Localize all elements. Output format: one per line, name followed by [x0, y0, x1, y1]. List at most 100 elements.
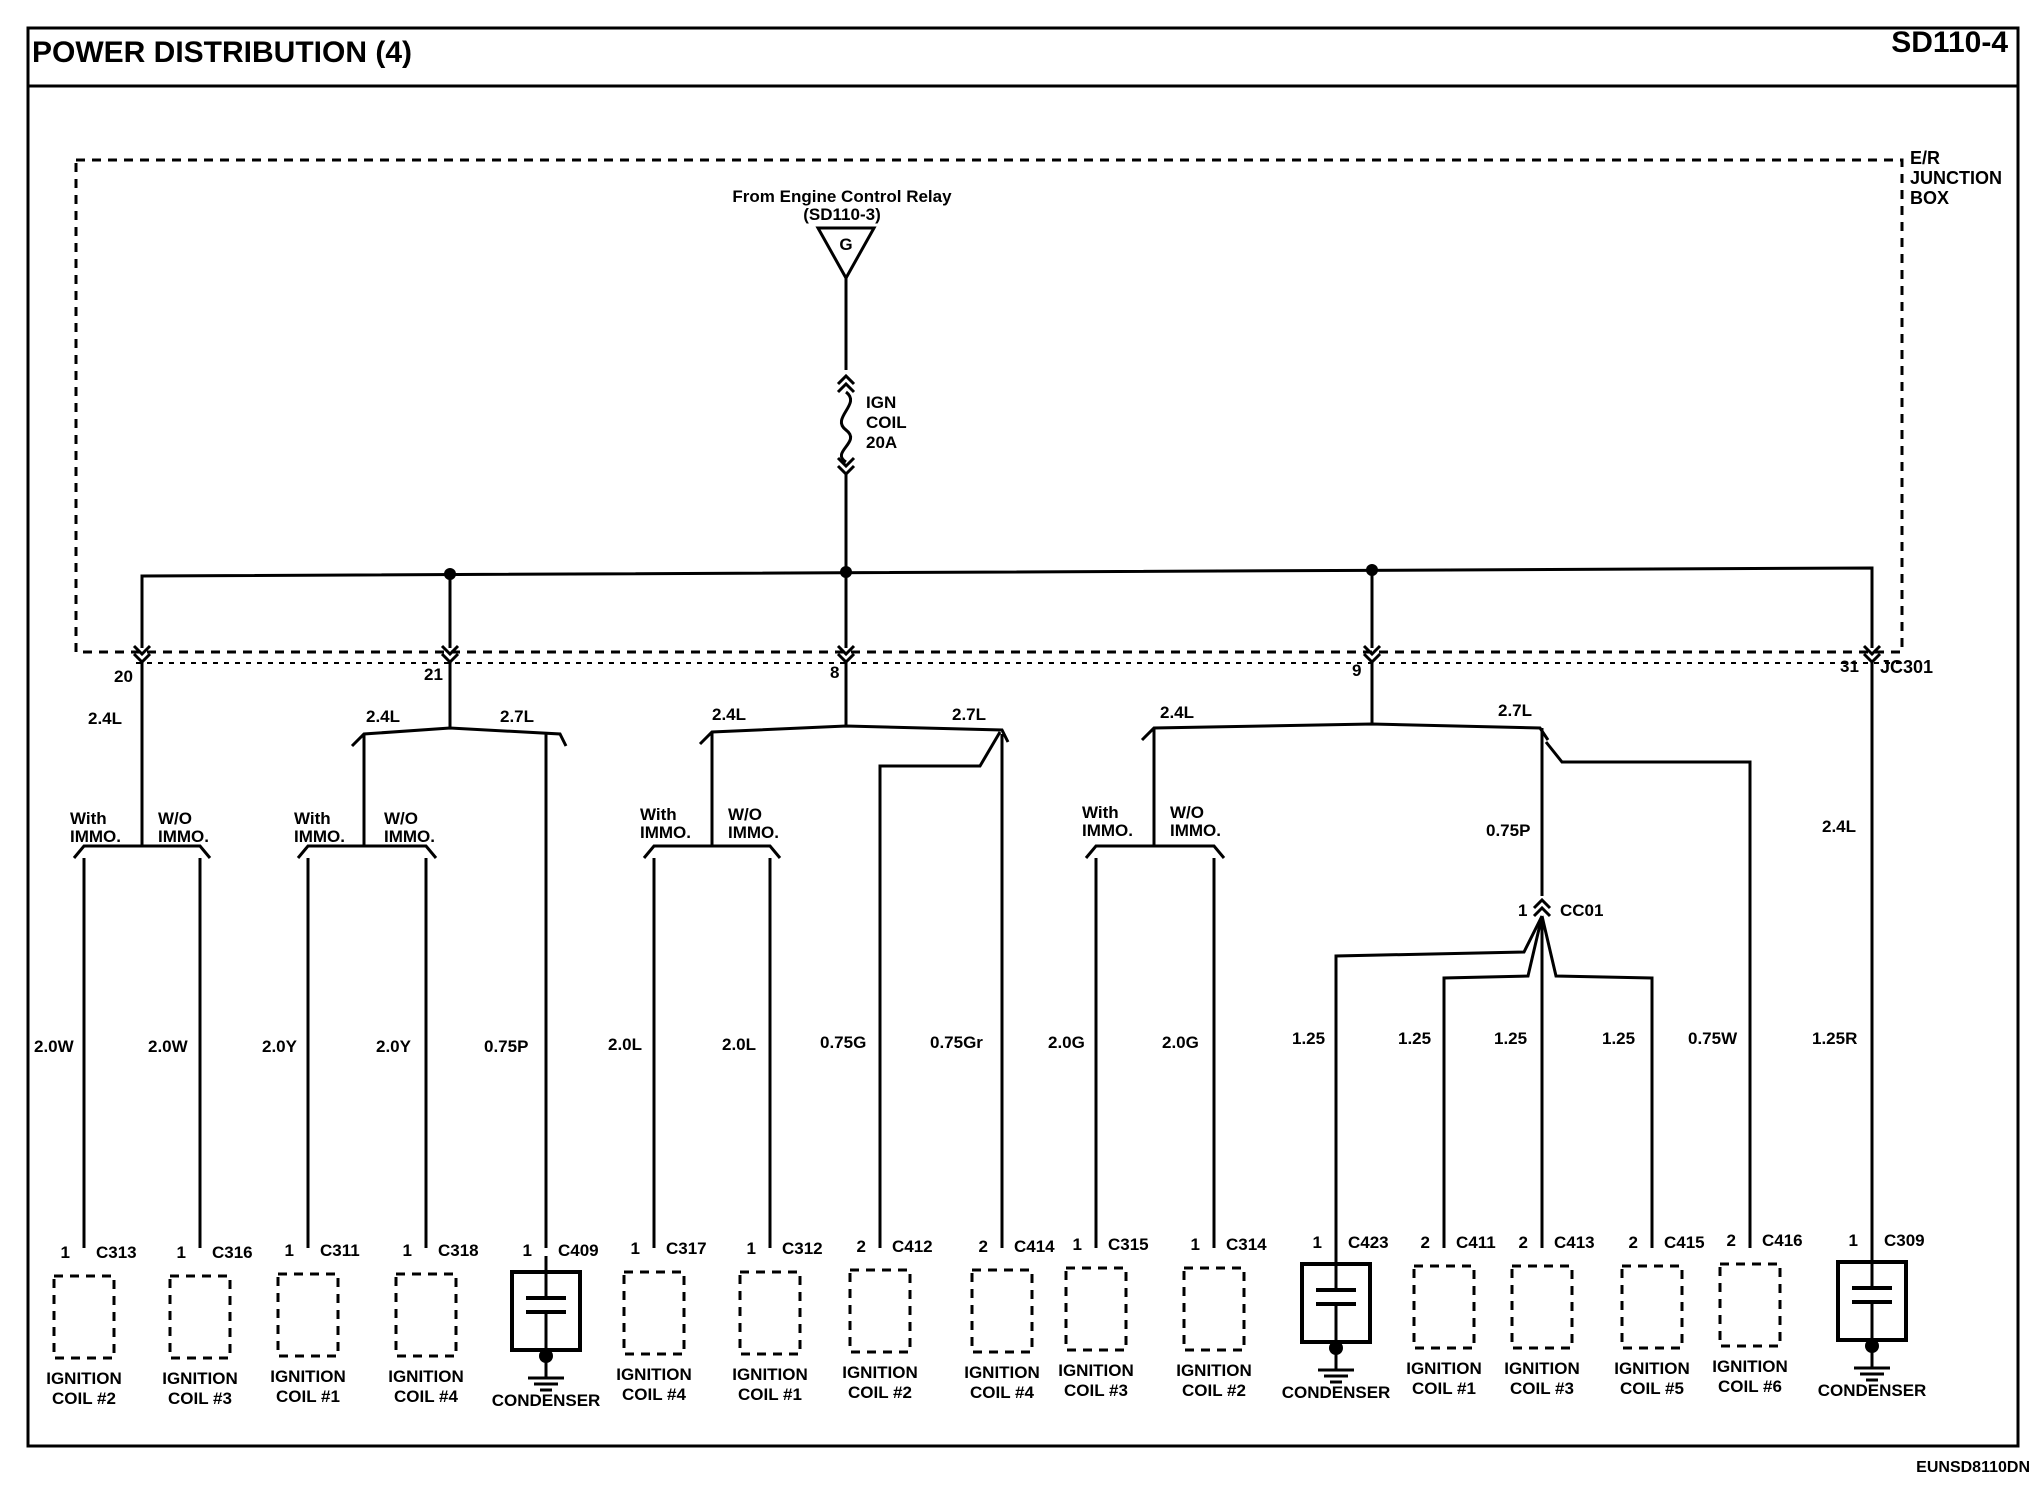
- ground-dot: [1329, 1341, 1343, 1355]
- option-with: IMMO.: [294, 827, 345, 846]
- component-box: [848, 1268, 912, 1354]
- fuse-label-1: IGN: [866, 393, 896, 412]
- component-box: [1620, 1264, 1684, 1350]
- component-box: [1182, 1266, 1246, 1352]
- wire-size-label: 2.7L: [952, 705, 986, 724]
- wire-c423: [1334, 915, 1544, 1248]
- component-label: IGNITION: [162, 1369, 238, 1388]
- page-code: SD110-4: [1891, 26, 2008, 59]
- wire-size-label: 1.25: [1602, 1029, 1635, 1048]
- component-label: COIL #1: [276, 1387, 340, 1406]
- wire-size-label: 2.0L: [722, 1035, 756, 1054]
- component-label: CONDENSER: [492, 1391, 601, 1410]
- connector-pin: 1: [747, 1239, 756, 1258]
- connector-name: C423: [1348, 1233, 1389, 1252]
- component-label: CONDENSER: [1818, 1381, 1927, 1400]
- connector-pin: 2: [1727, 1231, 1736, 1250]
- component-box: [1412, 1264, 1476, 1350]
- wire-size-label: 2.0W: [148, 1037, 189, 1056]
- wire-size-label: 2.0G: [1162, 1033, 1199, 1052]
- ground-dot: [539, 1349, 553, 1363]
- connector-name: C313: [96, 1243, 137, 1262]
- option-without: W/O: [1170, 803, 1204, 822]
- component-label: COIL #2: [848, 1383, 912, 1402]
- component-label: COIL #3: [1064, 1381, 1128, 1400]
- engine-split: [698, 724, 1010, 746]
- wire-c412: [878, 731, 1002, 1248]
- connector-name: C317: [666, 1239, 707, 1258]
- component-label: COIL #6: [1718, 1377, 1782, 1396]
- connector-name: C318: [438, 1241, 479, 1260]
- component-box: [168, 1274, 232, 1360]
- wire-c416: [1544, 741, 1752, 1248]
- option-with: IMMO.: [640, 823, 691, 842]
- component-label: COIL #4: [970, 1383, 1034, 1402]
- wire-size-label: 2.4L: [366, 707, 400, 726]
- option-with: IMMO.: [70, 827, 121, 846]
- wire-c415: [1540, 915, 1654, 1248]
- connector-name: C316: [212, 1243, 253, 1262]
- fuse-symbol: [839, 390, 853, 464]
- component-label: COIL #1: [738, 1385, 802, 1404]
- component-label: IGNITION: [1712, 1357, 1788, 1376]
- connector-name: C415: [1664, 1233, 1705, 1252]
- wire-size-label: 0.75G: [820, 1033, 866, 1052]
- connector-pin: 2: [979, 1237, 988, 1256]
- connector-name: C311: [320, 1241, 360, 1260]
- component-label: COIL #1: [1412, 1379, 1476, 1398]
- component-label: COIL #4: [394, 1387, 458, 1406]
- component-box: [738, 1270, 802, 1356]
- option-with: With: [640, 805, 677, 824]
- wire-size-label: 2.0L: [608, 1035, 642, 1054]
- cc01-pin: 1: [1518, 901, 1527, 920]
- wire-size-label: 1.25R: [1812, 1029, 1857, 1048]
- option-without: W/O: [158, 809, 192, 828]
- option-without: IMMO.: [1170, 821, 1221, 840]
- wire-size-label: 2.0W: [34, 1037, 75, 1056]
- component-label: COIL #3: [168, 1389, 232, 1408]
- connector-name: C314: [1226, 1235, 1267, 1254]
- terminal-20: 20: [114, 667, 133, 686]
- source-triangle: [815, 226, 877, 282]
- option-split: [296, 844, 438, 859]
- source-terminal: G: [839, 235, 852, 254]
- terminal-8: 8: [830, 663, 839, 682]
- option-with: With: [294, 809, 331, 828]
- option-with: With: [70, 809, 107, 828]
- component-box: [52, 1274, 116, 1360]
- component-label: COIL #2: [1182, 1381, 1246, 1400]
- fuse-label-2: COIL: [866, 413, 907, 432]
- connector-name: C315: [1108, 1235, 1149, 1254]
- connector-name: C312: [782, 1239, 823, 1258]
- wire-size-label: 2.4L: [1822, 817, 1856, 836]
- engine-split: [1140, 722, 1550, 742]
- wire-size-label: 2.4L: [1160, 703, 1194, 722]
- wire-size-label: 1.25: [1292, 1029, 1325, 1048]
- option-split: [72, 844, 212, 859]
- connector-pin: 1: [1191, 1235, 1200, 1254]
- option-without: IMMO.: [728, 823, 779, 842]
- connector-pin: 1: [403, 1241, 412, 1260]
- connector-pin: 1: [523, 1241, 532, 1260]
- fuse-label-3: 20A: [866, 433, 897, 452]
- component-label: COIL #2: [52, 1389, 116, 1408]
- wire-size-label: 2.0Y: [262, 1037, 298, 1056]
- option-without: W/O: [384, 809, 418, 828]
- connector-name: C413: [1554, 1233, 1595, 1252]
- connector-name: C409: [558, 1241, 599, 1260]
- component-box: [622, 1270, 686, 1356]
- connector-pin: 2: [857, 1237, 866, 1256]
- wire-size-label: 1.25: [1494, 1029, 1527, 1048]
- footer-code: EUNSD8110DN: [1916, 1459, 2030, 1476]
- component-label: IGNITION: [732, 1365, 808, 1384]
- source-label: From Engine Control Relay: [732, 187, 952, 206]
